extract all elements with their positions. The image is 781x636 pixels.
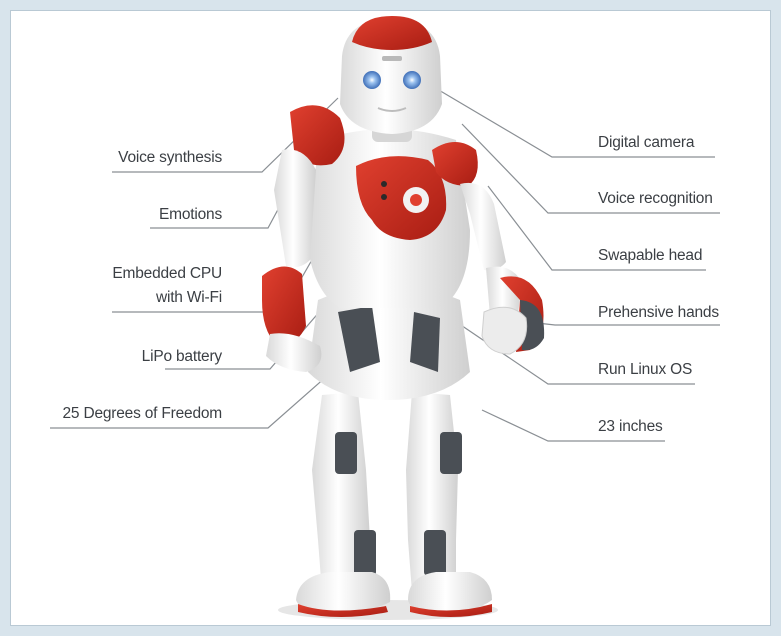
callout-swapable-head: Swapable head	[598, 247, 768, 265]
callout-voice-recognition: Voice recognition	[598, 190, 768, 208]
callout-emotions: Emotions	[60, 206, 222, 224]
callout-voice-synthesis: Voice synthesis	[60, 149, 222, 167]
callout-prehensive-hands: Prehensive hands	[598, 304, 768, 322]
callout-23-inches: 23 inches	[598, 418, 768, 436]
callout-degrees-of-freedom: 25 Degrees of Freedom	[30, 405, 222, 423]
callout-line-prehensive-hands	[528, 322, 720, 325]
robot-body	[262, 16, 544, 620]
callout-run-linux-os: Run Linux OS	[598, 361, 768, 379]
callout-digital-camera: Digital camera	[598, 134, 768, 152]
callout-embedded-cpu: Embedded CPU	[60, 265, 222, 283]
callout-lipo-battery: LiPo battery	[60, 348, 222, 366]
callout-with-wifi: with Wi-Fi	[60, 289, 222, 307]
